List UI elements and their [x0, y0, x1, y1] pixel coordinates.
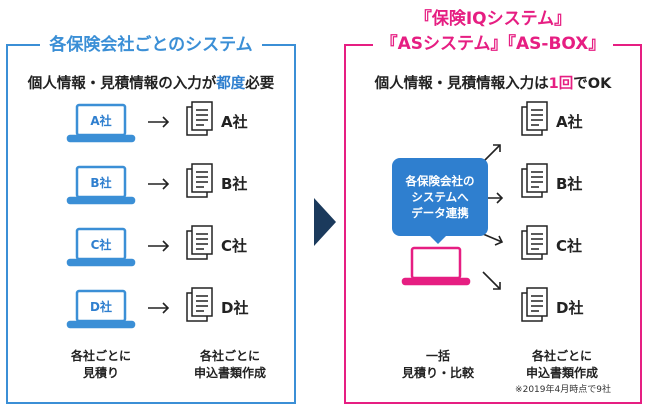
left-subtitle-suffix: 必要: [245, 76, 275, 92]
right-caption-documents: 各社ごとに 申込書類作成: [512, 348, 612, 382]
bubble-line: 各保険会社の: [405, 174, 475, 188]
caption-line: 申込書類作成: [193, 366, 266, 380]
left-subtitle: 個人情報・見積情報の入力が都度必要: [6, 72, 296, 93]
right-subtitle-text: 個人情報・見積情報入力は: [374, 76, 549, 92]
caption-line: 見積り・比較: [401, 366, 474, 380]
caption-line: 各社ごとに: [70, 349, 131, 363]
bubble-line: データ連携: [411, 206, 469, 220]
left-panel-title: 各保険会社ごとのシステム: [40, 34, 262, 56]
bubble-tail: [430, 236, 446, 244]
laptop-icon: [66, 227, 136, 267]
chevron-right-icon: [314, 198, 336, 246]
document-icon: [186, 225, 213, 260]
left-subtitle-emphasis: 都度: [216, 76, 246, 92]
arrow-right-icon: [148, 116, 170, 128]
document-icon: [521, 163, 548, 198]
arrow-right-icon: [148, 302, 170, 314]
right-caption-estimate: 一括 見積り・比較: [390, 348, 486, 382]
left-caption-estimate: 各社ごとに 見積り: [56, 348, 146, 382]
caption-line: 一括: [425, 349, 450, 363]
footnote: ※2019年4月時点で9社: [515, 385, 611, 395]
document-icon: [186, 101, 213, 136]
laptop-label-d: D社: [90, 300, 112, 314]
data-link-bubble: 各保険会社の システムへ データ連携: [392, 158, 488, 236]
laptop-icon: [401, 246, 471, 286]
right-company-a: A社: [556, 113, 583, 131]
left-company-b: B社: [221, 175, 248, 193]
laptop-icon: [66, 165, 136, 205]
arrow-right-icon: [482, 233, 504, 246]
caption-line: 見積り: [82, 366, 119, 380]
caption-line: 各社ごとに: [199, 349, 260, 363]
right-subtitle-emphasis: 1回: [548, 76, 574, 92]
right-subtitle: 個人情報・見積情報入力は1回でOK: [344, 72, 642, 93]
document-icon: [186, 163, 213, 198]
right-subtitle-suffix: でOK: [573, 76, 612, 92]
laptop-icon: [66, 289, 136, 329]
arrow-right-icon: [148, 240, 170, 252]
right-company-b: B社: [556, 175, 583, 193]
right-panel-title-line2: 『ASシステム』『AS-BOX』: [373, 33, 613, 55]
laptop-icon: [66, 103, 136, 143]
document-icon: [521, 101, 548, 136]
left-subtitle-text: 個人情報・見積情報の入力が: [27, 76, 217, 92]
laptop-label-c: C社: [90, 238, 112, 252]
bubble-line: システムへ: [411, 190, 469, 204]
caption-line: 各社ごとに: [531, 349, 592, 363]
document-icon: [521, 287, 548, 322]
laptop-label-a: A社: [90, 114, 112, 128]
arrow-right-icon: [148, 178, 170, 190]
arrow-right-icon: [482, 271, 501, 290]
laptop-label-b: B社: [90, 176, 112, 190]
left-caption-documents: 各社ごとに 申込書類作成: [180, 348, 280, 382]
right-panel-title-line1: 『保険IQシステム』: [414, 9, 572, 29]
document-icon: [521, 225, 548, 260]
document-icon: [186, 287, 213, 322]
right-company-d: D社: [556, 299, 584, 317]
left-company-d: D社: [221, 299, 249, 317]
left-company-a: A社: [221, 113, 248, 131]
caption-line: 申込書類作成: [525, 366, 598, 380]
arrow-right-icon: [482, 144, 501, 163]
left-company-c: C社: [221, 237, 248, 255]
right-company-c: C社: [556, 237, 583, 255]
